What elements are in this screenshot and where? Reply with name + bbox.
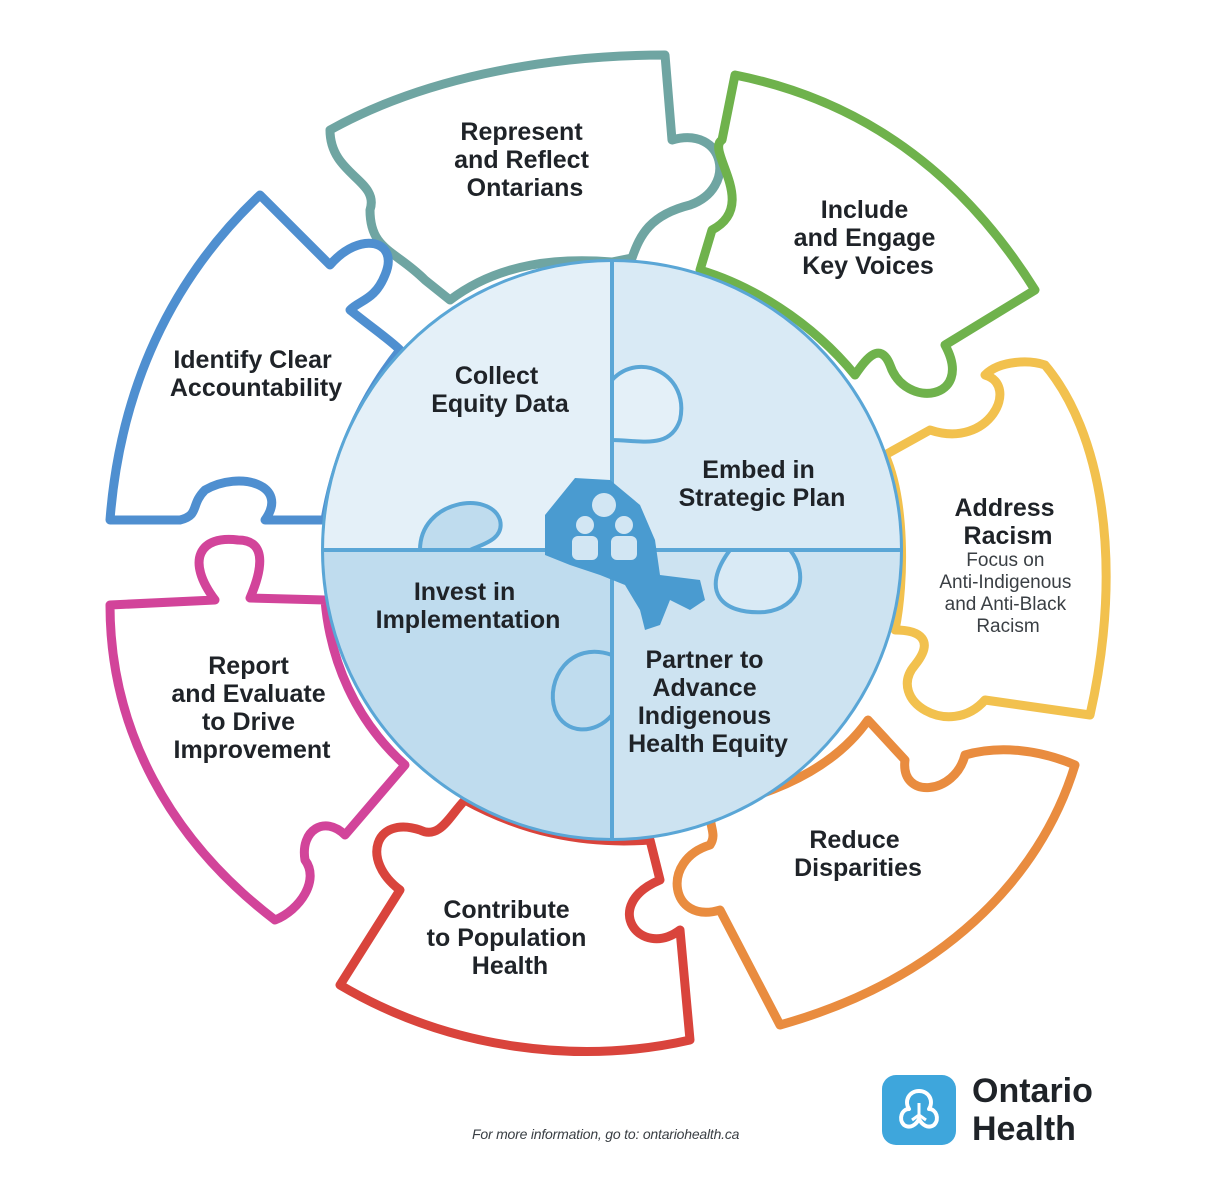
piece-report [105, 534, 410, 925]
label-report: Report and Evaluate to Drive Improvement [171, 652, 332, 764]
piece-include [695, 70, 1040, 398]
label-identify: Identify Clear Accountability [170, 346, 342, 402]
tab-embed-partner [713, 548, 803, 615]
logo-line-1: Ontario [972, 1072, 1093, 1110]
piece-represent [325, 50, 725, 305]
label-reduce: Reduce Disparities [794, 826, 922, 882]
logo-line-2: Health [972, 1110, 1076, 1148]
label-partner: Partner to Advance Indigenous Health Equ… [628, 646, 788, 758]
label-invest: Invest in Implementation [376, 578, 561, 634]
quadrant-partner [612, 550, 900, 838]
piece-address [880, 357, 1111, 722]
label-address: Address Racism [955, 494, 1062, 550]
label-include: Include and Engage Key Voices [794, 196, 943, 280]
trillium-icon [882, 1075, 956, 1145]
footer-info-link[interactable]: For more information, go to: ontarioheal… [472, 1126, 740, 1142]
quadrant-invest [324, 550, 612, 838]
tab-collect-invest [417, 501, 503, 552]
quadrant-collect [324, 262, 612, 550]
label-collect: Collect Equity Data [431, 362, 570, 418]
label-address-sub: Focus on Anti-Indigenous and Anti-Black … [939, 550, 1076, 637]
ontario-map-people-icon [545, 478, 705, 630]
logo-wordmark: Ontario Health [972, 1072, 1093, 1148]
label-embed: Embed in Strategic Plan [679, 456, 846, 512]
label-contribute: Contribute to Population Health [427, 896, 594, 980]
ontario-health-logo: Ontario Health [882, 1072, 1093, 1148]
quadrant-embed [612, 262, 900, 550]
tab-collect-embed [610, 365, 684, 444]
piece-identify [105, 190, 405, 525]
label-represent: Represent and Reflect Ontarians [454, 118, 596, 202]
piece-contribute [335, 795, 695, 1056]
tab-invest-partner [550, 649, 614, 732]
